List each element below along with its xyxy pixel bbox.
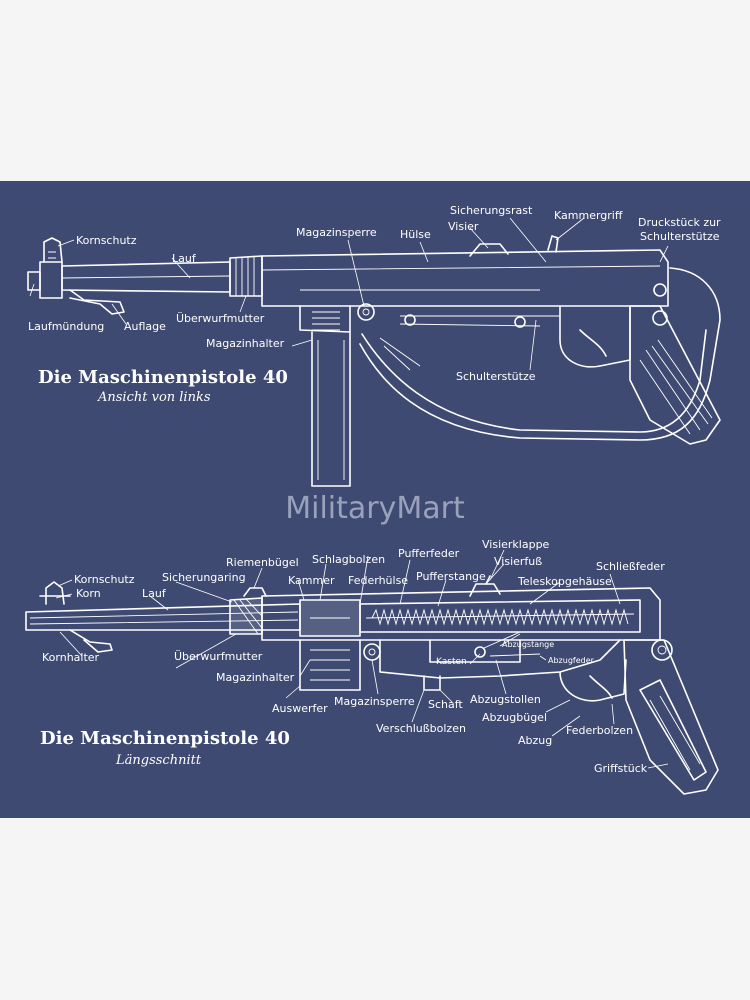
label-s-abzug: Abzug [518, 734, 552, 747]
label-sicherungsrast: Sicherungsrast [450, 204, 533, 217]
label-s-federbolzen: Federbolzen [566, 724, 633, 737]
label-s-abzugstollen: Abzugstollen [470, 693, 541, 706]
side-view-labels: Kornschutz Lauf Laufmündung Auflage Über… [28, 204, 721, 383]
label-s-kammer: Kammer [288, 574, 335, 587]
section-view-leaders [55, 549, 669, 769]
label-s-pufferfeder: Pufferfeder [398, 547, 460, 560]
label-visier: Visier [448, 220, 479, 233]
label-s-pufferstange: Pufferstange [416, 570, 486, 583]
label-s-visierfuss: Visierfuß [494, 555, 542, 568]
label-druckstueck-1: Druckstück zur [638, 216, 721, 229]
side-view-subtitle: Ansicht von links [97, 390, 211, 405]
label-s-abzugbuegel: Abzugbügel [482, 711, 547, 724]
label-auflage: Auflage [124, 320, 166, 333]
side-view-title: Die Maschinenpistole 40 [38, 367, 288, 388]
label-s-schlagbolzen: Schlagbolzen [312, 553, 385, 566]
label-s-korn: Korn [76, 587, 101, 600]
blueprint-poster: Kornschutz Lauf Laufmündung Auflage Über… [0, 181, 750, 818]
label-s-kornschutz: Kornschutz [74, 573, 135, 586]
label-s-federhuelse: Federhülse [348, 574, 408, 587]
label-s-verschlussbolzen: Verschlußbolzen [376, 722, 466, 735]
label-kammergriff: Kammergriff [554, 209, 623, 222]
mp40-section-view [25, 575, 719, 795]
label-s-auswerfer: Auswerfer [272, 702, 328, 715]
label-magazinhalter: Magazinhalter [206, 337, 285, 350]
label-s-kasten: Kasten [436, 657, 467, 667]
mp40-side-view [27, 235, 721, 487]
label-s-ueberwurfmutter: Überwurfmutter [174, 650, 263, 663]
label-s-sicherungaring: Sicherungaring [162, 571, 246, 584]
label-s-magazinsperre: Magazinsperre [334, 695, 415, 708]
label-ueberwurfmutter: Überwurfmutter [176, 312, 265, 325]
label-huelse: Hülse [400, 228, 431, 241]
watermark: MilitaryMart [285, 491, 465, 526]
label-s-schaft: Schaft [428, 698, 463, 711]
label-s-lauf: Lauf [142, 587, 167, 600]
side-view-leaders [29, 217, 669, 371]
label-kornschutz: Kornschutz [76, 234, 137, 247]
label-laufmuendung: Laufmündung [28, 320, 104, 333]
section-view-title: Die Maschinenpistole 40 [40, 728, 290, 749]
section-view-subtitle: Längsschnitt [115, 753, 202, 768]
label-s-riemenbuegel: Riemenbügel [226, 556, 299, 569]
blueprint-drawing: Kornschutz Lauf Laufmündung Auflage Über… [25, 204, 721, 795]
label-s-abzugfeder: Abzugfeder [548, 656, 595, 665]
label-s-abzugstange: Abzugstange [502, 640, 554, 649]
label-magazinsperre: Magazinsperre [296, 226, 377, 239]
label-s-schliessfeder: Schließfeder [596, 560, 665, 573]
label-druckstueck-2: Schulterstütze [640, 230, 720, 243]
label-s-kornhalter: Kornhalter [42, 651, 100, 664]
label-s-griffstueck: Griffstück [594, 762, 648, 775]
section-view-labels: Kornschutz Korn Kornhalter Sicherungarin… [42, 538, 665, 775]
label-s-teleskopgehaeuse: Teleskopgehäuse [517, 575, 612, 588]
label-schulterstuetze: Schulterstütze [456, 370, 536, 383]
label-s-magazinhalter: Magazinhalter [216, 671, 295, 684]
label-s-visierklappe: Visierklappe [482, 538, 550, 551]
label-lauf: Lauf [172, 252, 197, 265]
